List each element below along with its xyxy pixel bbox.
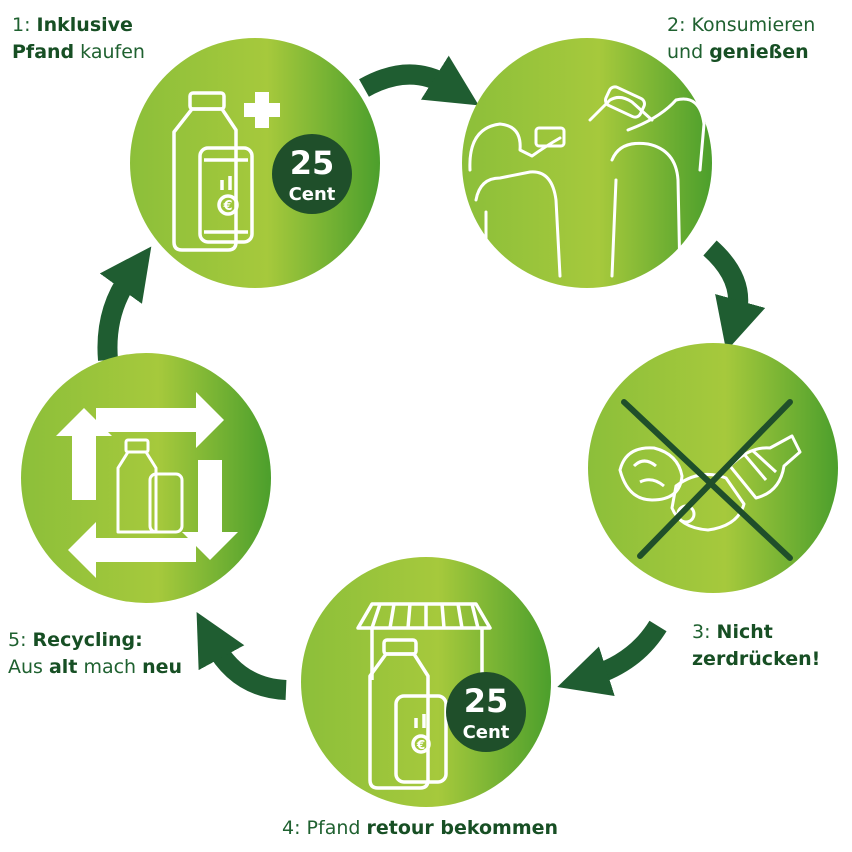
step-4-label: 4: Pfand retour bekommen <box>282 817 559 839</box>
shop-return-icon <box>356 602 492 790</box>
bottle-can-icon <box>116 438 184 534</box>
step-1-label: 1: Inklusive Pfand kaufen <box>12 14 145 63</box>
people-drinking-icon <box>468 85 706 278</box>
arrow-4-to-5 <box>196 612 287 700</box>
step-2-circle <box>462 38 712 288</box>
deposit-symbol: € <box>222 199 232 214</box>
bottle-can-plus-icon <box>172 91 254 252</box>
step-3-circle <box>588 343 838 593</box>
arrow-3-to-4 <box>557 620 667 697</box>
badge-unit: Cent <box>289 184 336 205</box>
recycle-arrows-icon <box>56 392 238 578</box>
step-1-circle: € 25 Cent <box>130 38 380 288</box>
badge-number-step-4: 25 <box>464 682 509 720</box>
plus-icon <box>244 92 280 128</box>
deposit-symbol-step-4: € <box>416 738 425 752</box>
arrow-1-to-2 <box>359 55 479 106</box>
cycle-arrows <box>97 55 766 700</box>
step-2-label: 2: Konsumieren und genießen <box>667 14 816 63</box>
step-5-circle <box>21 353 271 603</box>
badge-unit-step-4: Cent <box>463 722 510 743</box>
step-4-circle: € 25 Cent <box>301 557 551 807</box>
deposit-badge <box>272 134 352 214</box>
step-5-label: 5: Recycling: Aus alt mach neu <box>8 629 183 678</box>
arrow-5-to-1 <box>97 246 152 361</box>
crossed-crushed-bottles-icon <box>618 399 802 561</box>
arrow-2-to-3 <box>703 240 766 352</box>
step-3-label: 3: Nicht zerdrücken! <box>692 621 821 670</box>
deposit-badge-step-4 <box>446 672 526 752</box>
badge-number: 25 <box>290 144 335 182</box>
